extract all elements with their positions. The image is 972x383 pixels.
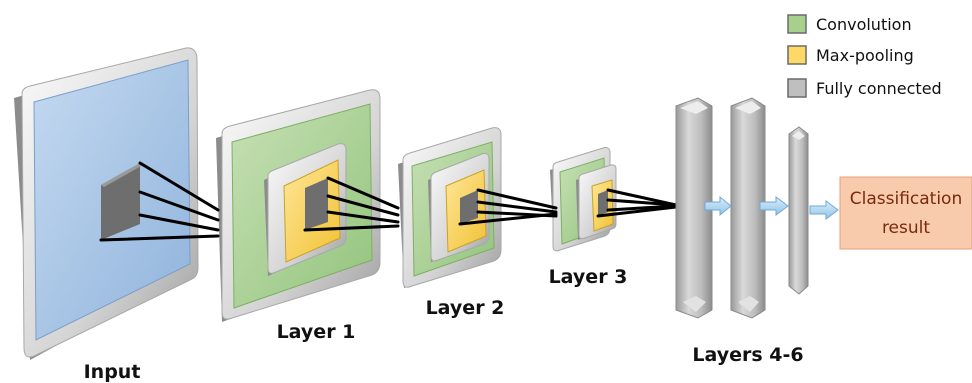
legend-label-convolution: Convolution: [816, 15, 912, 34]
input-block: [14, 47, 199, 360]
connection-line: [596, 205, 678, 218]
arrow-icon: [759, 196, 789, 216]
layer2-kernel: [460, 190, 478, 224]
layer2-block: [398, 127, 502, 288]
result-line-2: result: [882, 218, 930, 238]
connection-line: [326, 176, 400, 210]
layers46-label: Layers 4-6: [692, 344, 803, 366]
legend: Convolution Max-pooling Fully connected: [787, 14, 942, 98]
fc-bar-2: [730, 97, 766, 319]
input-label: Input: [84, 361, 141, 383]
fully-connected-layers: [675, 97, 809, 319]
arrow-icon: [809, 200, 839, 220]
legend-swatch-convolution: [787, 14, 807, 34]
connection-line: [138, 190, 220, 222]
connection-line: [138, 213, 220, 232]
connection-line: [138, 161, 220, 212]
classification-result: Classification result: [839, 176, 972, 250]
connection-line: [326, 194, 400, 217]
layer1-block: [216, 89, 381, 322]
legend-label-maxpooling: Max-pooling: [816, 46, 914, 65]
connection-line: [99, 234, 220, 242]
layer3-kernel: [598, 190, 608, 216]
connection-line: [476, 200, 558, 214]
fc-bar-1: [675, 97, 713, 319]
result-line-1: Classification: [850, 189, 962, 209]
fc-bar-3: [788, 126, 809, 295]
legend-swatch-fully-connected: [787, 78, 807, 98]
connection-line: [326, 210, 400, 224]
connection-line: [606, 198, 678, 207]
legend-label-fully-connected: Fully connected: [816, 79, 942, 98]
connection-line: [303, 224, 400, 232]
connection-line: [606, 204, 678, 212]
connection-line: [606, 188, 678, 207]
layer2-label: Layer 2: [426, 297, 505, 319]
connection-lines: [99, 161, 678, 242]
connection-line: [476, 188, 558, 210]
layer3-block: [550, 147, 617, 252]
layer1-kernel: [305, 178, 328, 230]
layer3-label: Layer 3: [549, 266, 628, 288]
legend-swatch-maxpooling: [787, 45, 807, 65]
connection-line: [458, 212, 558, 226]
arrow-icon: [704, 195, 732, 217]
arrows: [704, 195, 839, 220]
layer1-label: Layer 1: [277, 321, 356, 343]
result-box: [839, 176, 972, 250]
